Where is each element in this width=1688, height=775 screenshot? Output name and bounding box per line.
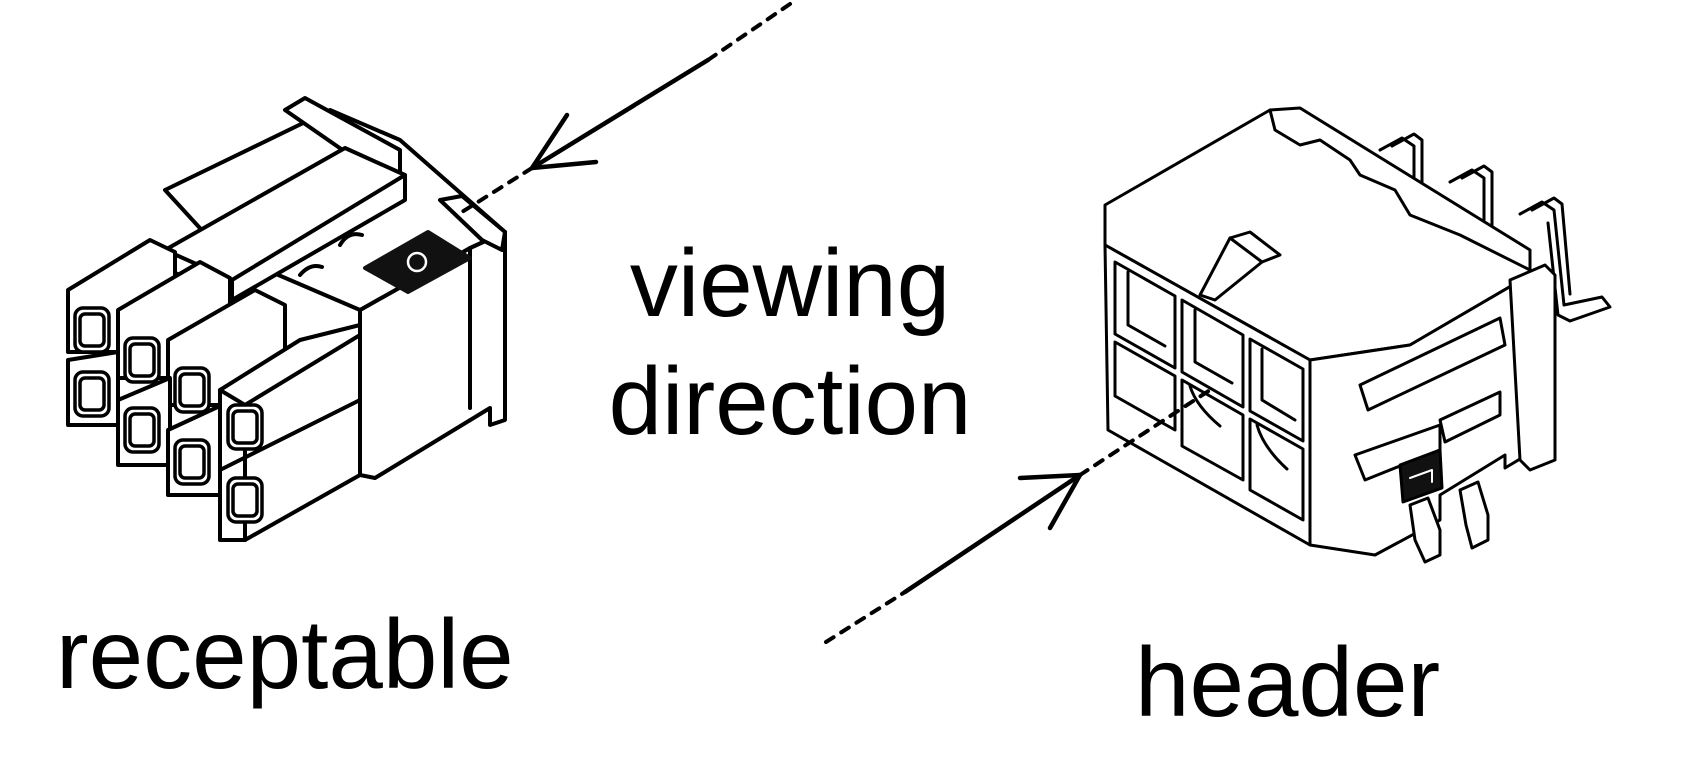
receptacle-logo-mark (363, 230, 472, 294)
header-side-rib (1508, 263, 1557, 472)
receptacle-terminal-openings (73, 306, 264, 524)
viewing-direction-label: viewing direction (608, 230, 972, 455)
header-cavity-grid (1113, 260, 1305, 522)
receptacle-rear-tab (438, 194, 507, 252)
bottom-arrow-shaft (902, 472, 1083, 595)
header-pins (1378, 132, 1612, 323)
header-lower-slot (1438, 390, 1502, 444)
header-latch-window-mark (1409, 469, 1433, 483)
header-top-step (1268, 108, 1532, 272)
header-side-slot (1358, 316, 1507, 412)
header-bottom-peg-1 (1408, 496, 1442, 564)
header-polarizing-peg-edge (1228, 236, 1264, 264)
receptacle-slot-2 (298, 264, 324, 277)
header-drawing (1103, 106, 1612, 564)
top-dotted-line (706, 2, 792, 62)
receptacle-logo-circle (406, 251, 428, 273)
viewing-arrows (460, 2, 1212, 644)
receptacle-label: receptable (56, 599, 514, 709)
header-label: header (1135, 627, 1441, 737)
bottom-dotted-line (824, 590, 907, 644)
bottom-dotted-continuation (1078, 388, 1212, 477)
header-bottom-peg-2 (1458, 480, 1490, 550)
top-arrow-shaft (529, 57, 711, 171)
top-dotted-continuation (460, 166, 534, 214)
receptacle-drawing (66, 96, 507, 542)
receptacle-slot-1 (338, 232, 364, 247)
header-latch-window (1398, 448, 1444, 504)
